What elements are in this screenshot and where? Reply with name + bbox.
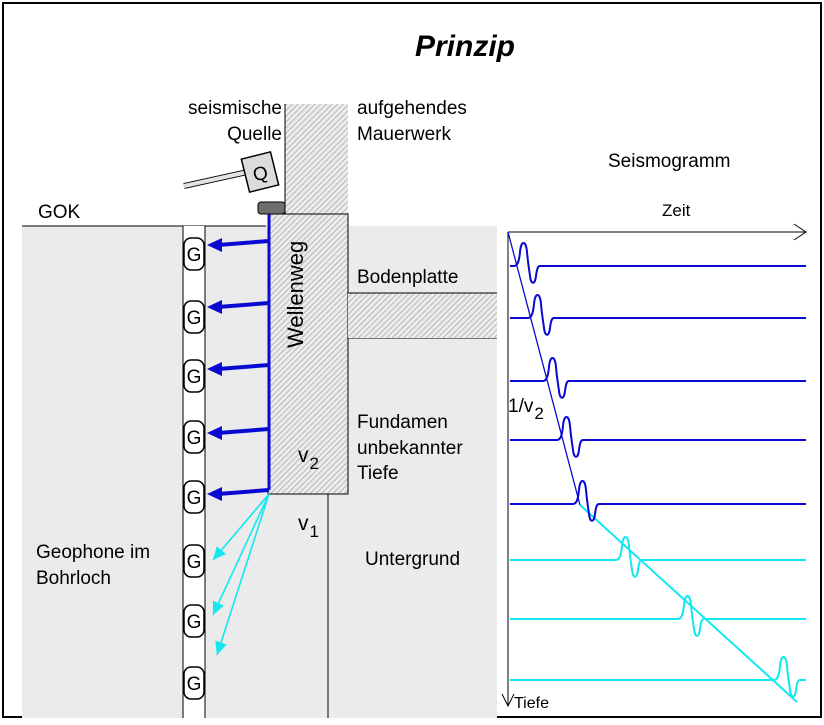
refracted-ray-1 [212, 493, 270, 561]
wave-arrow-3 [217, 363, 270, 371]
wave-arrow-head-4 [207, 426, 222, 440]
geophone-8: G [183, 666, 205, 700]
wall-label-line2: Mauerwerk [357, 124, 451, 145]
wave-path-label: Wellenweg [283, 241, 308, 348]
seismic-trace-3 [510, 357, 806, 399]
wave-arrow-2 [217, 301, 270, 309]
diagram-title: Prinzip [415, 30, 515, 63]
geophone-body [183, 544, 205, 578]
wave-arrow-head-2 [207, 300, 222, 314]
wave-arrow-head-3 [207, 362, 222, 376]
depth-axis-arrowhead [501, 693, 515, 708]
refracted-ray-head-1 [213, 546, 226, 560]
geophone-2: G [183, 300, 205, 334]
rising-masonry [285, 104, 348, 214]
borehole-column [183, 226, 205, 718]
wave-arrows [207, 238, 270, 656]
wall [284, 104, 348, 214]
geophone-body [183, 604, 205, 638]
seismic-trace-4 [510, 416, 806, 458]
geophones-label-line1: Geophone im [36, 542, 150, 563]
seismic-trace-8 [510, 656, 806, 698]
seismic-trace-1 [510, 242, 806, 284]
refracted-ray-2 [212, 493, 270, 616]
geophone-letter: G [187, 367, 202, 388]
geophone-letter: G [187, 612, 202, 633]
seismogram-label: Seismogramm [608, 151, 730, 172]
hammer-head [240, 150, 280, 194]
seismogram: Seismogramm Zeit Tiefe 1/v2 [501, 151, 807, 712]
geophone-1: G [183, 237, 205, 271]
v2-label: v2 [298, 444, 319, 473]
wave-arrow-1 [217, 239, 270, 247]
seismic-traces [510, 242, 806, 698]
slope-label: 1/v2 [508, 396, 544, 423]
seismic-source-hammer: Q [183, 150, 286, 215]
geophone-body [183, 666, 205, 700]
geophone-letter: G [187, 308, 202, 329]
geophone-body [183, 420, 205, 454]
foundation-block [267, 213, 349, 495]
geophones-label-line2: Bohrloch [36, 568, 111, 589]
geophone-letter: G [187, 245, 202, 266]
seismic-trace-7 [510, 595, 806, 637]
seismic-trace-5 [510, 480, 806, 522]
foundation-label-line2: unbekannter [357, 438, 463, 459]
gok-label: GOK [38, 202, 81, 223]
borehole [182, 226, 206, 718]
geophones: G G G G G G G G [183, 237, 205, 700]
geophone-letter: G [187, 552, 202, 573]
geophone-4: G [183, 420, 205, 454]
geophone-3: G [183, 359, 205, 393]
geophone-letter: G [187, 428, 202, 449]
geophone-body [183, 237, 205, 271]
wave-arrow-head-5 [207, 487, 222, 501]
slope-line-v2 [507, 231, 581, 506]
hammer-head-letter: Q [251, 162, 270, 186]
hammer-handle [183, 169, 253, 188]
geophone-7: G [183, 604, 205, 638]
wave-arrow-5 [217, 488, 270, 496]
geophone-6: G [183, 544, 205, 578]
seismic-trace-6 [510, 536, 806, 578]
source-label-line1: seismische [188, 98, 282, 119]
refracted-ray-head-3 [215, 640, 227, 655]
foundation-label-line3: Tiefe [357, 463, 399, 484]
seismic-trace-2 [510, 294, 806, 336]
depth-axis-label: Tiefe [514, 695, 549, 712]
geophone-letter: G [187, 674, 202, 695]
slab-label: Bodenplatte [357, 267, 458, 288]
floor-slab [348, 292, 497, 338]
v1-label: v1 [298, 512, 319, 541]
time-axis-arrowhead [793, 223, 807, 241]
refracted-ray-head-2 [213, 600, 224, 615]
subsoil-label: Untergrund [365, 549, 460, 570]
wall-label-line1: aufgehendes [357, 98, 467, 119]
slope-line-v1 [579, 504, 798, 703]
strike-plate [257, 201, 286, 215]
foundation-label-line1: Fundamen [357, 412, 448, 433]
wave-arrow-4 [217, 427, 270, 435]
geophone-letter: G [187, 488, 202, 509]
geophone-body [183, 300, 205, 334]
geophone-body [183, 359, 205, 393]
geophone-body [183, 480, 205, 514]
slab-body [348, 293, 497, 338]
time-axis-label: Zeit [662, 201, 691, 220]
wave-arrow-head-1 [207, 238, 222, 252]
source-label-line2: Quelle [227, 124, 282, 145]
geophone-5: G [183, 480, 205, 514]
refracted-ray-3 [216, 493, 270, 656]
